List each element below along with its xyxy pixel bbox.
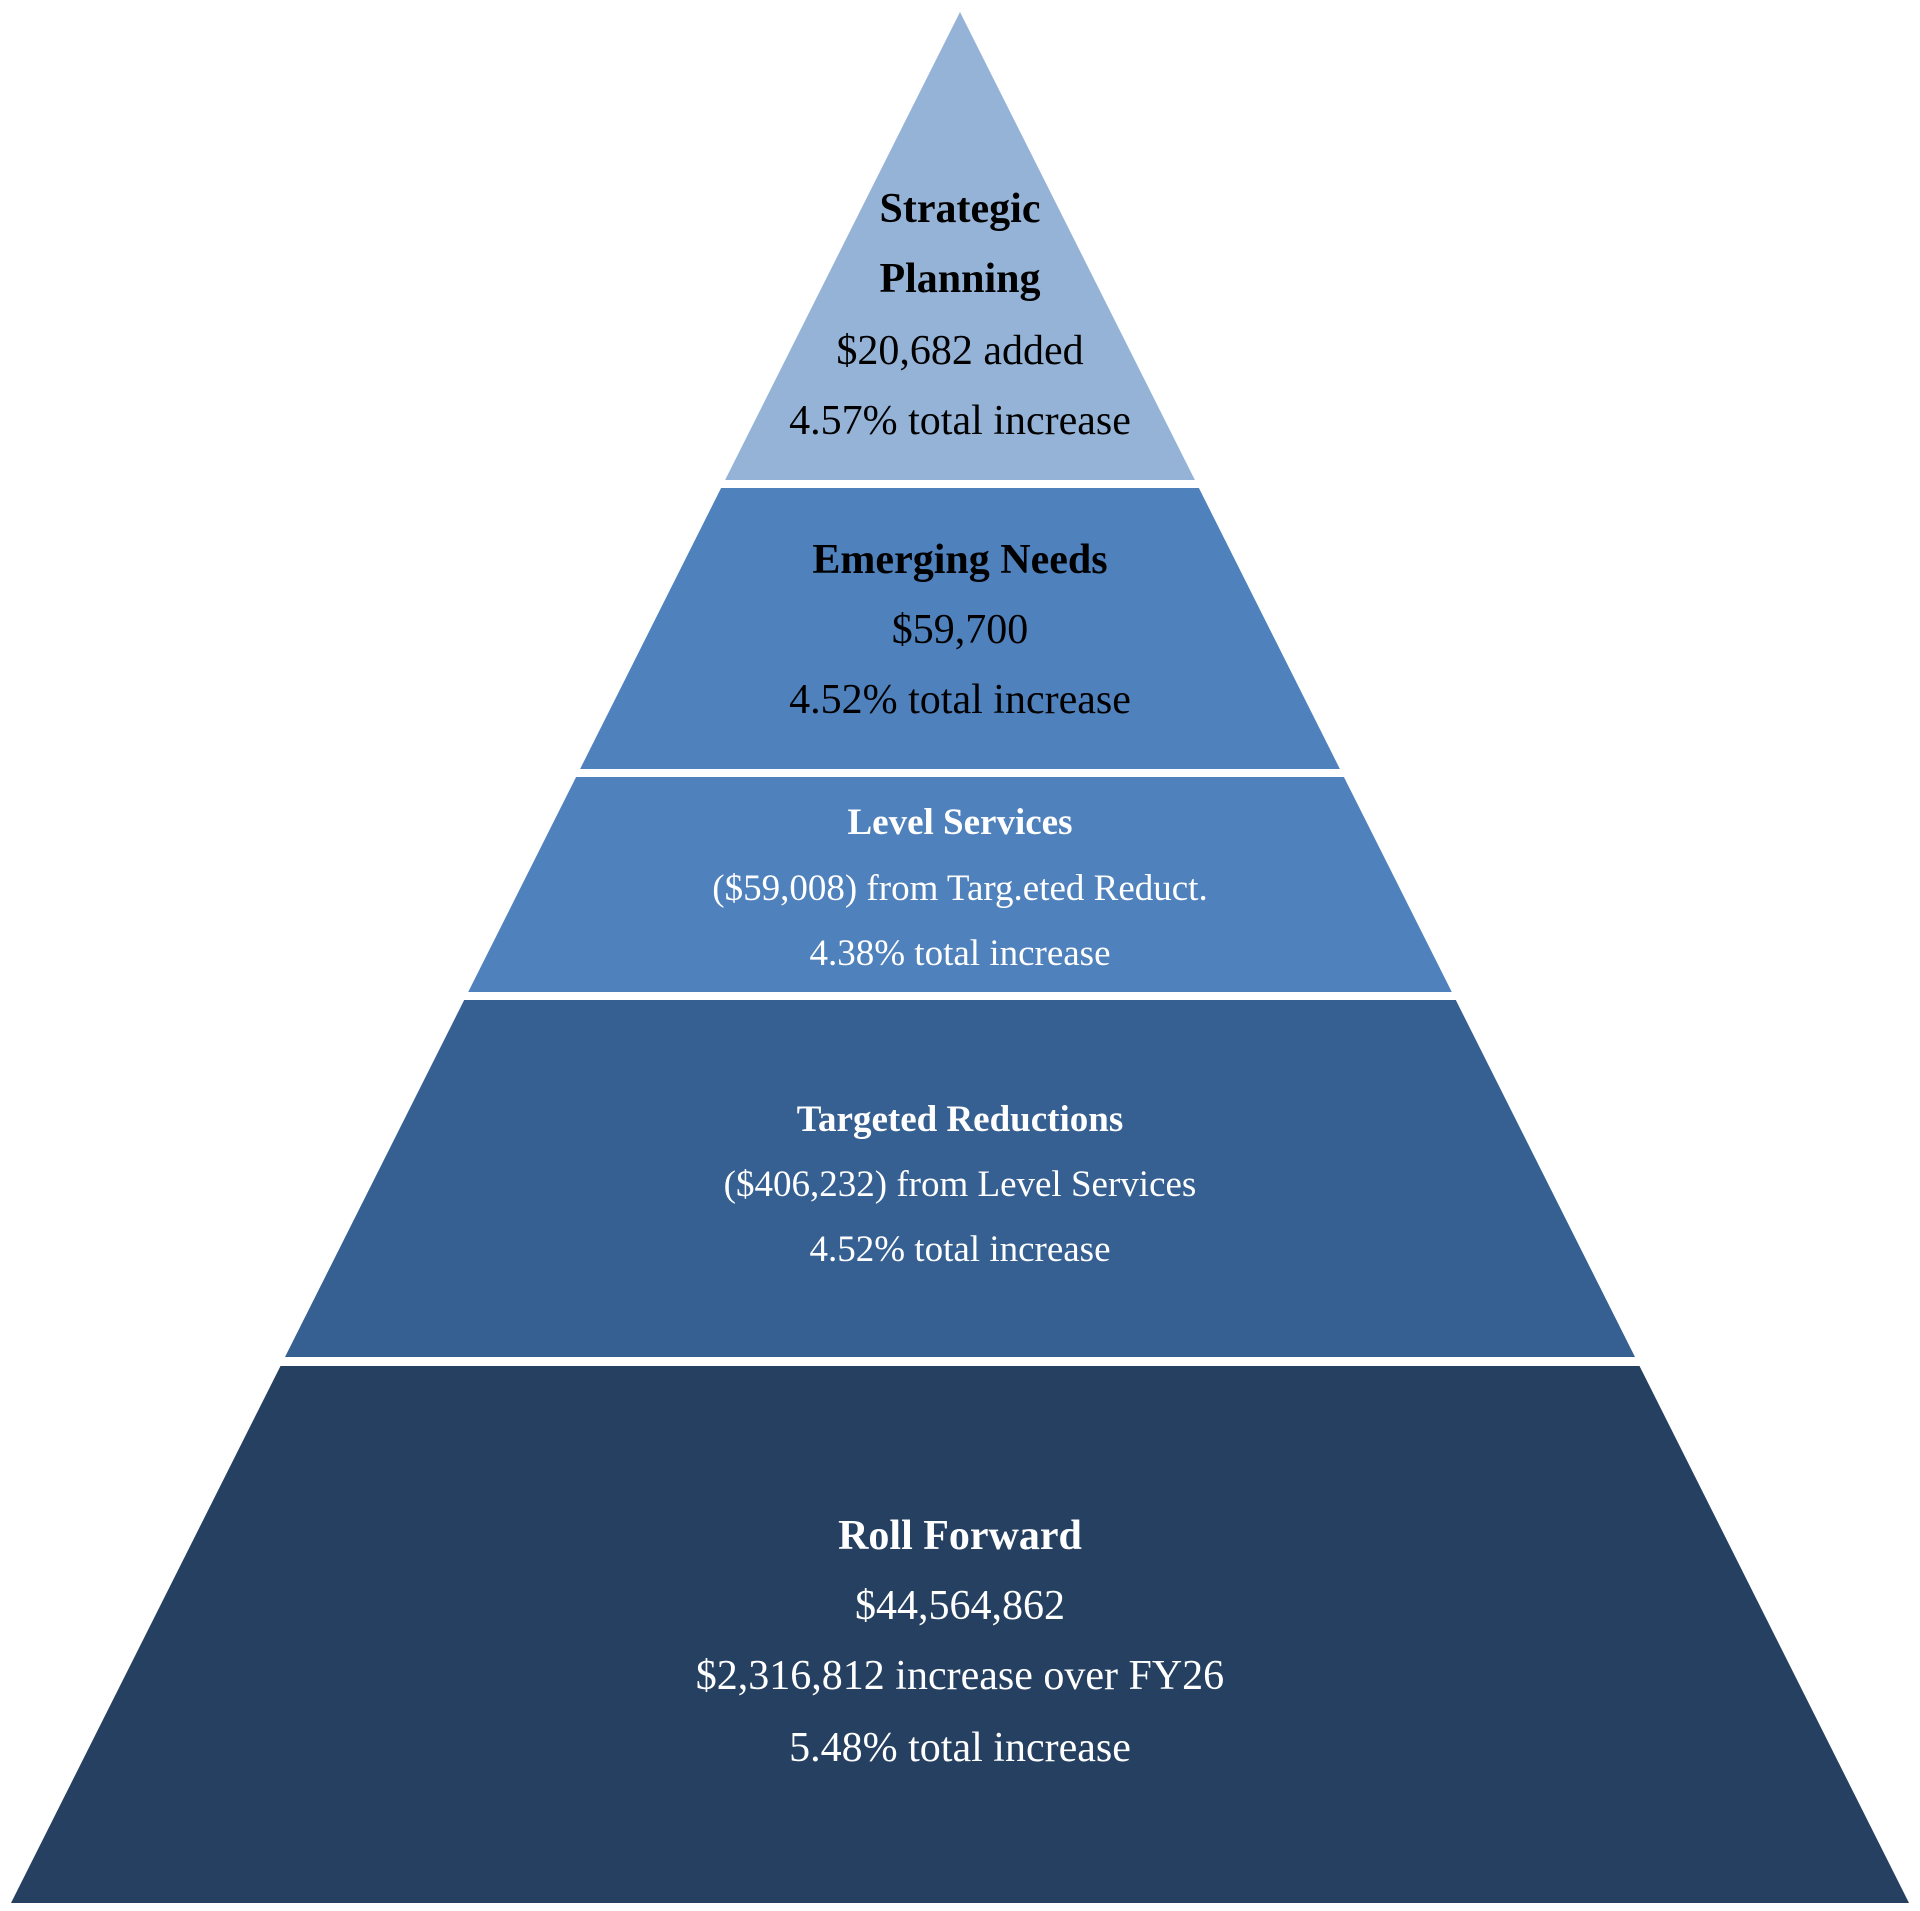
roll-forward-increase: $2,316,812 increase over FY26 — [695, 1653, 1225, 1699]
level-services-title: Level Services — [847, 802, 1073, 843]
tier-targeted-reductions — [285, 1000, 1635, 1357]
tier-level-services — [468, 777, 1452, 992]
level-services-amount: ($59,008) from Targ.eted Reduct. — [712, 868, 1208, 909]
tier-strategic-planning — [725, 12, 1195, 480]
roll-forward-title: Roll Forward — [838, 1513, 1082, 1559]
strategic-planning-amount: $20,682 added — [836, 328, 1084, 374]
level-services-percent: 4.38% total increase — [809, 933, 1111, 974]
tier-roll-forward — [11, 1366, 1909, 1903]
emerging-needs-amount: $59,700 — [891, 607, 1029, 653]
targeted-reductions-percent: 4.52% total increase — [809, 1229, 1111, 1270]
emerging-needs-percent: 4.52% total increase — [789, 677, 1131, 723]
emerging-needs-title: Emerging Needs — [812, 537, 1108, 583]
strategic-planning-percent: 4.57% total increase — [789, 398, 1131, 444]
tier-emerging-needs — [580, 488, 1340, 769]
roll-forward-amount: $44,564,862 — [855, 1583, 1065, 1629]
strategic-planning-title-line-2: Planning — [879, 256, 1041, 302]
targeted-reductions-title: Targeted Reductions — [796, 1099, 1124, 1140]
targeted-reductions-amount: ($406,232) from Level Services — [723, 1164, 1197, 1205]
strategic-planning-title-line-1: Strategic — [879, 186, 1041, 232]
roll-forward-percent: 5.48% total increase — [789, 1725, 1131, 1771]
